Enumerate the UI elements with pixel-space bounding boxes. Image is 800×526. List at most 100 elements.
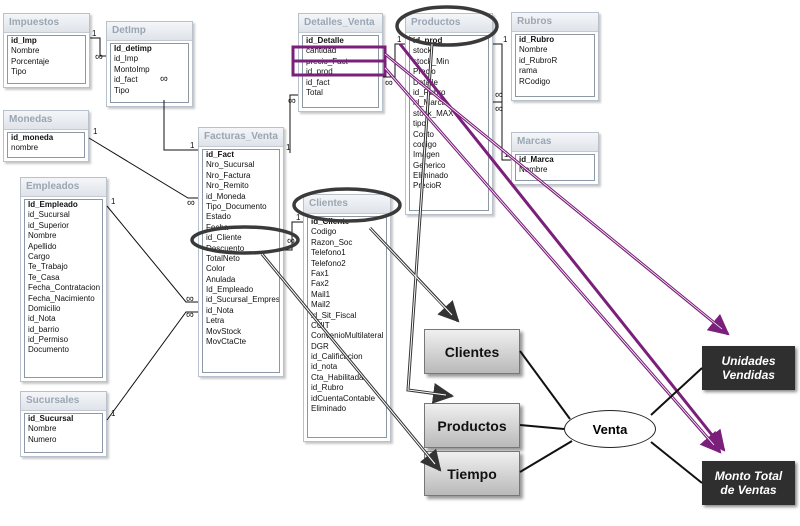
card-fact-suc-many: ∞ [186,309,194,321]
table-title: Facturas_Venta [199,128,283,147]
table-field: id_Cliente [206,233,242,243]
table-field: Tipo [11,67,27,77]
table-field: Fecha_Contratacion [28,283,101,293]
table-field: id_fact [306,77,330,87]
card-prod-1: 1 [397,35,402,44]
table-field: id_prod [306,67,333,77]
table-field: rama [519,66,538,76]
table-field: MontoImp [114,64,150,74]
table-title: Detalles_Venta [299,14,382,33]
primary-key-field: Id_Empleado [28,200,78,209]
table-title: Productos [406,14,492,33]
card-fact-detimp-1: 1 [190,141,195,150]
table-field: TotalNeto [206,253,240,263]
card-suc-1: 1 [111,409,116,418]
card-fact-cli-many: ∞ [287,235,295,247]
card-det-many: ∞ [288,95,296,107]
table-field: Descuento [206,243,245,253]
primary-key-field: id_prod [413,36,443,45]
measure-arrows-inner [384,53,723,446]
table-field: Total [306,87,323,97]
star-connections [519,350,703,484]
table-field: Cargo [28,251,50,261]
table-field: Nro_Factura [206,170,251,180]
table-field: Te_Casa [28,272,60,282]
table-field: Nombre [519,45,548,55]
card-prod-rub-many: ∞ [495,89,503,101]
table-field: RCodigo [519,76,551,86]
table-title: Empleados [21,178,106,197]
table-field: id_Nota [206,305,234,315]
table-field: Nro_Remito [206,181,249,191]
card-cli-1: 1 [296,213,301,222]
table-field: id_nota [311,362,338,372]
table-field: Cta_Habilitada [311,372,364,382]
table-title: Impuestos [4,14,89,33]
table-field: id_Rubro [311,383,344,393]
table-title: DetImp [107,22,192,41]
table-field: Razon_Soc [311,237,353,247]
table-field: ConvenioMultilateral [311,331,384,341]
dimension-arrows [260,43,460,472]
table-field: Generico [413,160,446,170]
dimension-clientes: Clientes [424,329,520,374]
primary-key-field: id_Rubro [519,35,555,44]
relationship-lines [88,37,511,421]
card-mon-1: 1 [93,127,98,136]
table-field: Color [206,264,226,274]
table-field: Letra [206,316,225,326]
highlight-ellipses [190,5,499,255]
table-field: id_Moneda [206,191,246,201]
table-title: Sucursales [21,392,106,411]
table-field: Nro_Sucursal [206,160,255,170]
table-field: id_Sit_Fiscal [311,310,357,320]
table-field: id_RubroR [519,55,558,65]
dimension-arrows-inner [261,43,453,465]
table-field: Nombre [11,46,40,56]
primary-key-field: id_Detalle [306,36,344,45]
table-field: Anulada [206,274,236,284]
primary-key-field: id_Imp [11,36,37,45]
table-field: Porcentaje [11,56,50,66]
table-field: MovCtaCte [206,337,247,347]
card-fact-emp-many: ∞ [186,293,194,305]
table-field: Nombre [28,424,57,434]
measure-unidades-line1: Unidades [721,353,776,368]
table-field: Telefono2 [311,258,346,268]
primary-key-field: id_Marca [519,155,554,164]
table-field: Te_Trabajo [28,262,68,272]
table-title: Clientes [304,195,390,214]
table-field: Tipo [114,85,130,95]
measure-unidades-line2: Vendidas [722,368,775,382]
card-detimp-fact-many: ∞ [160,73,168,85]
card-detimp-many: ∞ [95,51,103,63]
table-field: Fecha_Nacimiento [28,293,95,303]
primary-key-field: id_Sucursal [28,414,74,423]
table-field: id_Permiso [28,335,69,345]
table-title: Marcas [512,133,598,152]
card-rub-1: 1 [503,35,508,44]
table-field: MovStock [206,326,242,336]
dimension-productos: Productos [424,403,520,448]
table-field: Codigo [311,227,337,237]
table-field: Mail1 [311,289,331,299]
card-imp-1: 1 [92,29,97,38]
table-field: nombre [11,143,39,153]
table-field: Eliminado [311,404,347,414]
table-title: Rubros [512,13,598,32]
table-field: Mail2 [311,300,331,310]
table-field: Estado [206,212,231,222]
